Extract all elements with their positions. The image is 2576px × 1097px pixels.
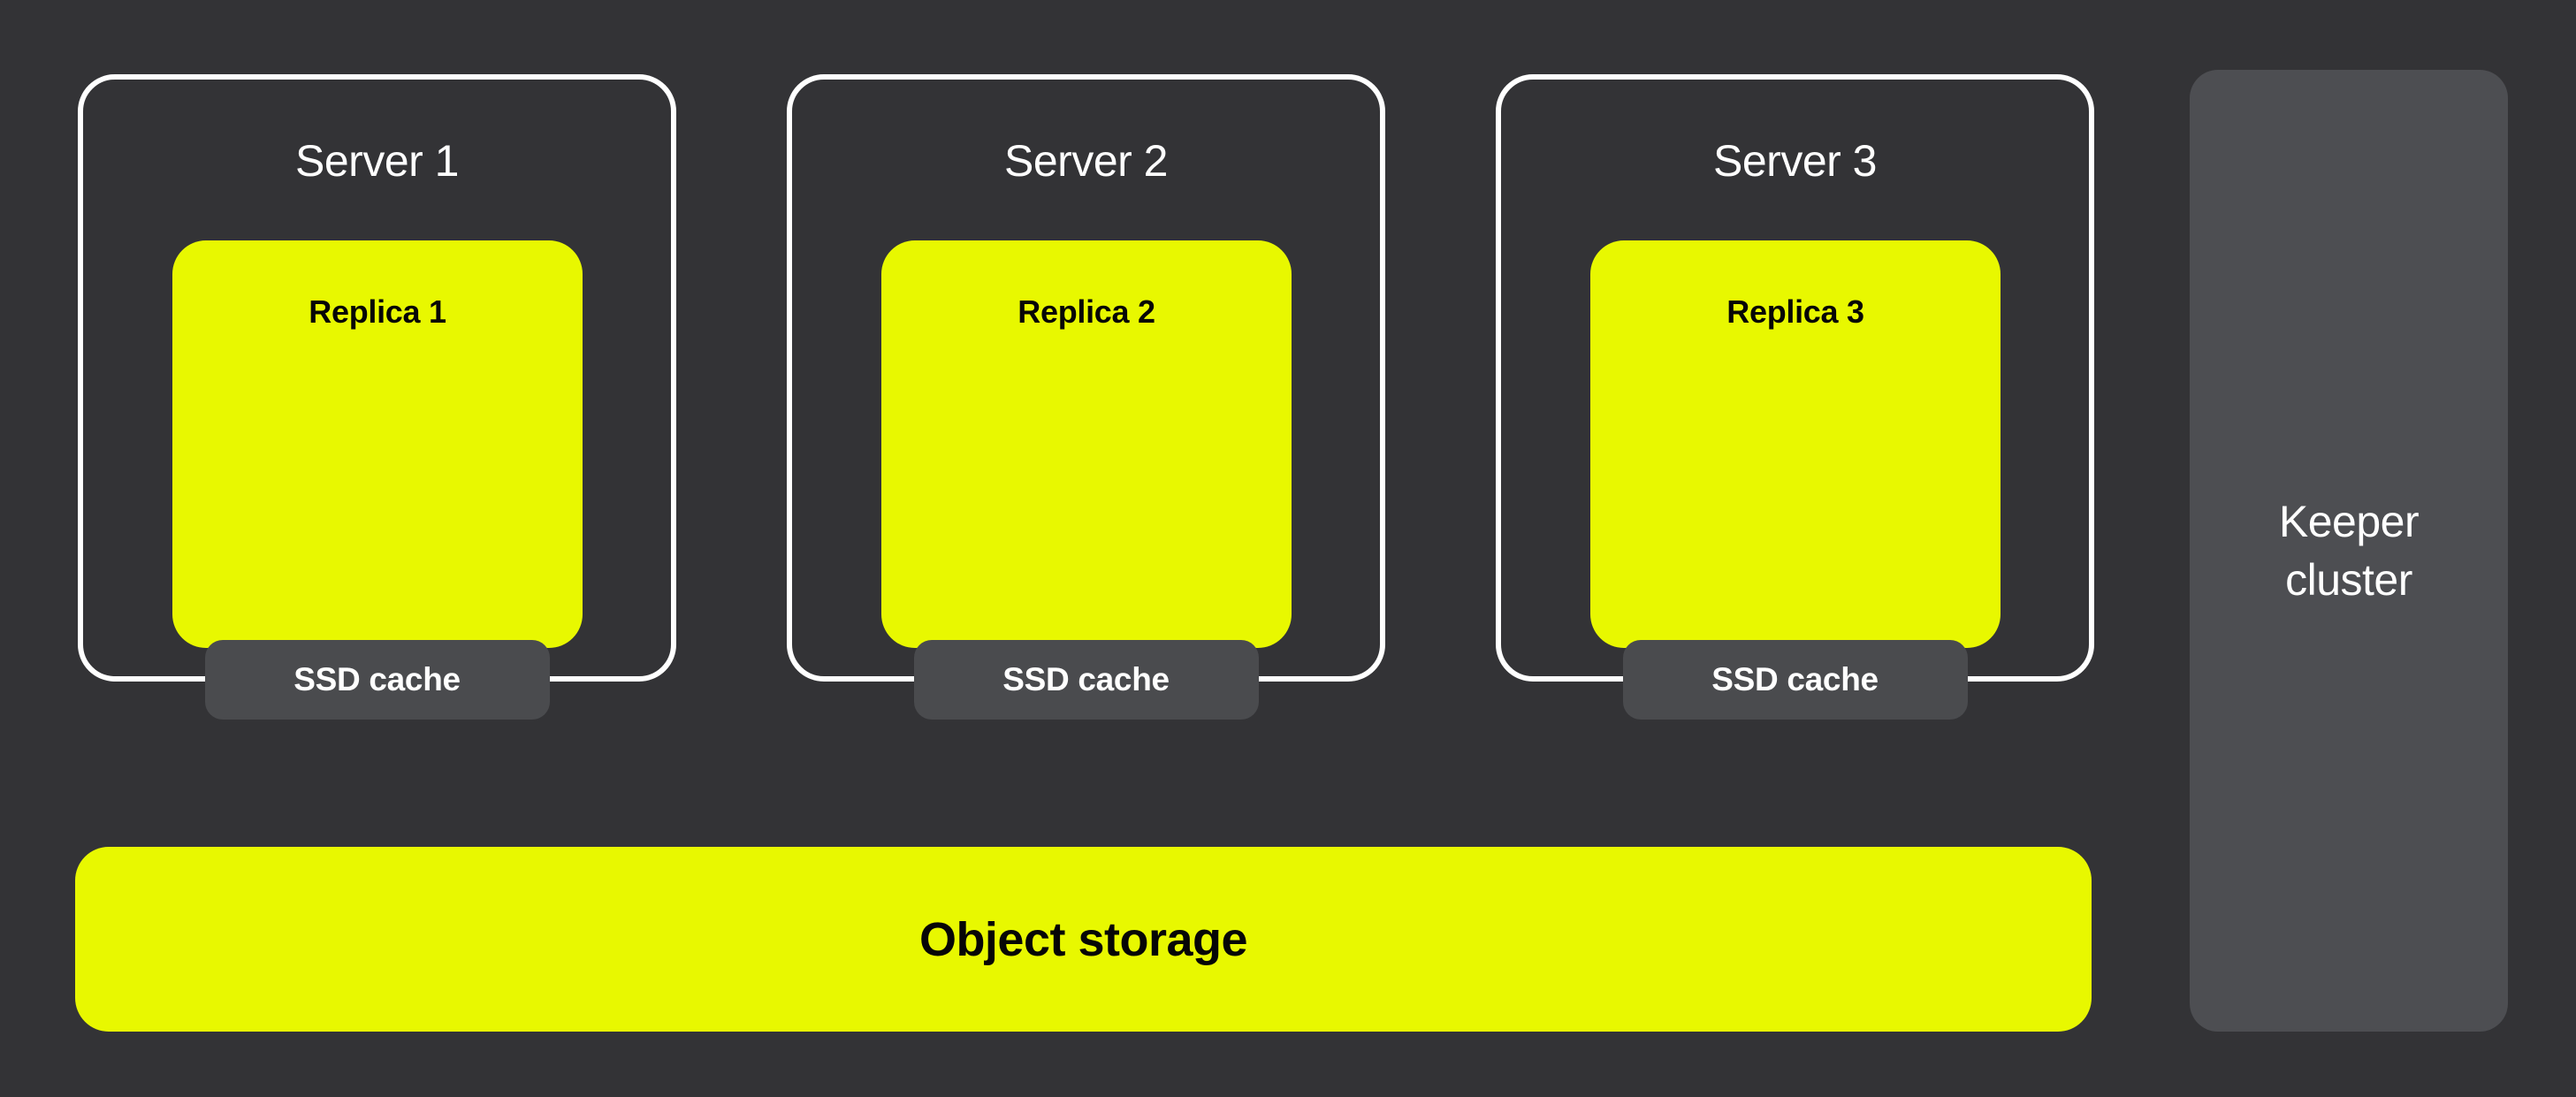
server-2-box: Server 2 Replica 2 SSD cache <box>787 74 1385 720</box>
server-2-title: Server 2 <box>1004 136 1168 186</box>
server-1-title: Server 1 <box>295 136 459 186</box>
replica-3-label: Replica 3 <box>1726 293 1864 330</box>
ssd-cache-label-3: SSD cache <box>1711 661 1879 697</box>
object-storage-bar: Object storage <box>75 847 2092 1032</box>
ssd-cache-label-1: SSD cache <box>293 661 461 697</box>
replica-2-label: Replica 2 <box>1017 293 1155 330</box>
server-3-title: Server 3 <box>1713 136 1877 186</box>
replica-1-label: Replica 1 <box>309 293 446 330</box>
server-3-box: Server 3 Replica 3 SSD cache <box>1496 74 2094 720</box>
keeper-cluster-label: Keeper cluster <box>2278 497 2420 605</box>
keeper-cluster-panel: Keeper cluster <box>2190 70 2508 1032</box>
object-storage-label: Object storage <box>918 912 1248 966</box>
replica-1-box: Replica 1 <box>172 240 583 648</box>
ssd-cache-badge-2: SSD cache <box>913 640 1259 720</box>
replica-3-box: Replica 3 <box>1590 240 2001 648</box>
ssd-cache-label-2: SSD cache <box>1002 661 1170 697</box>
ssd-cache-badge-1: SSD cache <box>204 640 550 720</box>
server-1-box: Server 1 Replica 1 SSD cache <box>78 74 676 720</box>
replica-2-box: Replica 2 <box>881 240 1292 648</box>
ssd-cache-badge-3: SSD cache <box>1622 640 1968 720</box>
